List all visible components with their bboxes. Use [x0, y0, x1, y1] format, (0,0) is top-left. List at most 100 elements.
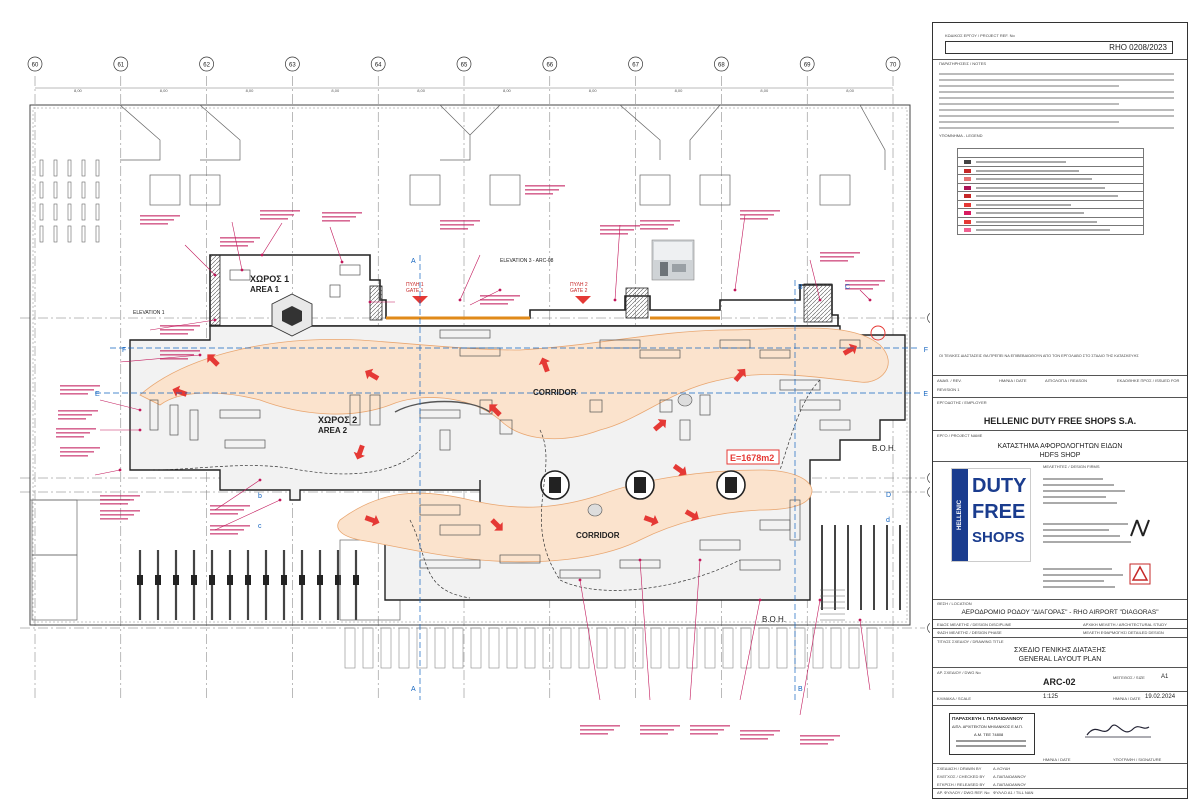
- grid-label-70: 70: [890, 63, 897, 69]
- elevation3-label: ELEVATION 3 - ARC-08: [500, 258, 554, 264]
- size: A1: [1161, 674, 1169, 680]
- signature-mark: [1085, 724, 1151, 738]
- legend-row: [958, 225, 1143, 234]
- grid-dim: 8,00: [675, 88, 684, 93]
- section-markers: [95, 255, 920, 700]
- legend-label: ΥΠΟΜΝΗΜΑ - LEGEND: [939, 133, 983, 138]
- general-layout-plan: 608,00618,00628,00638,00648,00658,00668,…: [20, 56, 930, 745]
- shelving-fixtures: [149, 264, 861, 579]
- grid-bubble-69: [799, 56, 815, 72]
- grid-label-68: 68: [718, 63, 725, 69]
- phase: ΜΕΛΕΤΗ ΕΦΑΡΜΟΓΗΣ/ DETAILED DESIGN: [1083, 630, 1164, 635]
- grid-dim: 8,00: [760, 88, 769, 93]
- grid-dim: 8,00: [589, 88, 598, 93]
- section-C: C: [845, 284, 850, 291]
- corridor-label-top: CORRIDOR: [533, 388, 577, 397]
- scale: 1:125: [1043, 694, 1059, 700]
- grid-bubble-60: [27, 56, 43, 72]
- hexagon-fixture: [271, 293, 313, 337]
- section-D: D: [886, 492, 891, 499]
- flow-arrow: [672, 463, 687, 477]
- legend-row: [958, 182, 1143, 192]
- drawing-title-en: GENERAL LAYOUT PLAN: [1018, 656, 1102, 663]
- gate-bays: [39, 104, 886, 243]
- legend-row: [958, 174, 1143, 183]
- elevation1-label: ELEVATION 1: [133, 310, 165, 316]
- drawing-title-label: ΤΙΤΛΟΣ ΣΧΕΔΙΟΥ / DRAWING TITLE: [937, 639, 1004, 644]
- grid-bubble-63: [285, 56, 300, 72]
- grid-dim: 8,00: [417, 88, 426, 93]
- grid-dim: 8,00: [246, 88, 255, 93]
- sig-date-label: ΗΜ/ΝΙΑ / DATE: [1043, 757, 1071, 762]
- project-ref-label: ΚΩΔΙΚΟΣ ΕΡΓΟΥ / PROJECT REF. No: [945, 33, 1015, 38]
- flow-arrow: [538, 357, 550, 373]
- project-name-en: HDFS SHOP: [1039, 452, 1081, 459]
- rev-col-issued: ΕΚΔΟΘΗΚΕ ΠΡΟΣ / ISSUED FOR: [1117, 378, 1180, 383]
- section-d: d: [886, 517, 890, 524]
- stamp-line-2: ΔΙΠΛ. ΑΡΧΙΤΕΚΤΩΝ ΜΗΧΑΝΙΚΟΣ Ε.Μ.Π.: [952, 725, 1023, 729]
- flow-arrow: [489, 404, 502, 417]
- legend-row: [958, 199, 1143, 209]
- rev-col-date: ΗΜ/ΝΙΑ / DATE: [999, 378, 1027, 383]
- grid-dim: 8,00: [74, 88, 83, 93]
- grid-label-69: 69: [804, 63, 811, 69]
- area-tag-box: [726, 449, 780, 465]
- grid-bubble-62: [199, 56, 214, 72]
- row-bubble-d: [927, 623, 930, 633]
- row-bubble-c: [927, 487, 930, 497]
- engineer-stamp: ΠΑΡΑΣΚΕΥΗ Ι. ΠΑΠΑΙΩΑΝΝΟΥ ΔΙΠΛ. ΑΡΧΙΤΕΚΤΩ…: [949, 713, 1035, 755]
- title-block: ΚΩΔΙΚΟΣ ΕΡΓΟΥ / PROJECT REF. No RHO 0208…: [932, 22, 1188, 799]
- logo-duty: DUTY: [972, 475, 1027, 497]
- flow-arrow: [207, 354, 220, 367]
- scale-label: ΚΛΙΜΑΚΑ / SCALE: [937, 696, 972, 701]
- legend-row: [958, 157, 1143, 166]
- flow-arrow: [733, 368, 746, 382]
- legend-row: [958, 216, 1143, 226]
- project-ref: RHO 0208/2023: [1109, 43, 1167, 52]
- flow-arrow: [172, 385, 188, 397]
- boh-bottom-label: B.O.H.: [762, 615, 786, 624]
- section-F-left: F: [122, 347, 126, 354]
- project-ref-box: [945, 41, 1173, 54]
- grid-bubble-70: [885, 56, 901, 72]
- sheet-ref-label: ΑΡ. ΦΥΛΛΟΥ / DWG REF. No: [937, 790, 990, 795]
- stamp-line-1: ΠΑΡΑΣΚΕΥΗ Ι. ΠΑΠΑΙΩΑΝΝΟΥ: [952, 717, 1023, 722]
- grid-bubble-61: [113, 56, 129, 72]
- row-bubble-b: [927, 473, 930, 483]
- contractor-notice: ΟΙ ΤΕΛΙΚΕΣ ΔΙΑΣΤΑΣΕΙΣ ΘΑ ΠΡΕΠΕΙ ΝΑ ΕΠΙΒΕ…: [939, 354, 1139, 358]
- annotation-notes: [56, 185, 885, 745]
- stamp-line-3: Α.Μ. ΤΕΕ 74808: [974, 732, 1004, 737]
- rev-first: REVISION 1: [937, 387, 960, 392]
- section-b: b: [258, 493, 262, 500]
- dwg-no: ARC-02: [1043, 677, 1076, 687]
- grid-dim: 8,00: [160, 88, 169, 93]
- grid-label-67: 67: [632, 63, 639, 69]
- area-value: E=1678m2: [730, 453, 774, 463]
- rev-col-rev: ΑΝΑΘ. / REV.: [937, 378, 962, 383]
- logo-vertical-text: HELLENIC: [952, 469, 968, 561]
- legend-row: [958, 191, 1143, 200]
- rev-col-reason: ΑΙΤΙΟΛΟΓΙΑ / REASON: [1045, 378, 1088, 383]
- structural-columns: [540, 325, 886, 500]
- grid-dim: 8,00: [846, 88, 855, 93]
- gate1-label-gr: ΠΥΛΗ 1: [406, 282, 424, 288]
- drawn: Α.ΛΟΥΔΗ: [993, 766, 1011, 771]
- grid-bubble-68: [714, 56, 729, 72]
- row-bubble-a: [927, 313, 930, 323]
- legend-row: [958, 208, 1143, 217]
- section-c: c: [258, 523, 262, 530]
- grid-bubble-64: [370, 56, 386, 72]
- grid-bubble-65: [456, 56, 472, 72]
- employer-label: ΕΡΓΟΔΟΤΗΣ / EMPLOYER: [937, 400, 987, 405]
- grid-bubble-67: [628, 56, 643, 72]
- discipline: ΑΡΧΙΚΗ ΜΕΛΕΤΗ / ARCHITECTURAL STUDY: [1083, 622, 1167, 627]
- flow-arrow: [653, 419, 667, 432]
- size-label: ΜΕΓΕΘΟΣ / SIZE: [1113, 675, 1145, 680]
- grid-dim: 8,00: [331, 88, 340, 93]
- notes-label: ΠΑΡΑΤΗΡΗΣΕΙΣ / NOTES: [939, 61, 987, 66]
- gate1-label-en: GATE 1: [406, 288, 424, 294]
- flow-arrow: [353, 444, 365, 460]
- signature-label: ΥΠΟΓΡΑΦΗ / SIGNATURE: [1113, 757, 1162, 762]
- approved-label: ΕΓΚΡΙΣΗ / RELEASED BY: [937, 782, 985, 787]
- employer: HELLENIC DUTY FREE SHOPS S.A.: [983, 416, 1137, 426]
